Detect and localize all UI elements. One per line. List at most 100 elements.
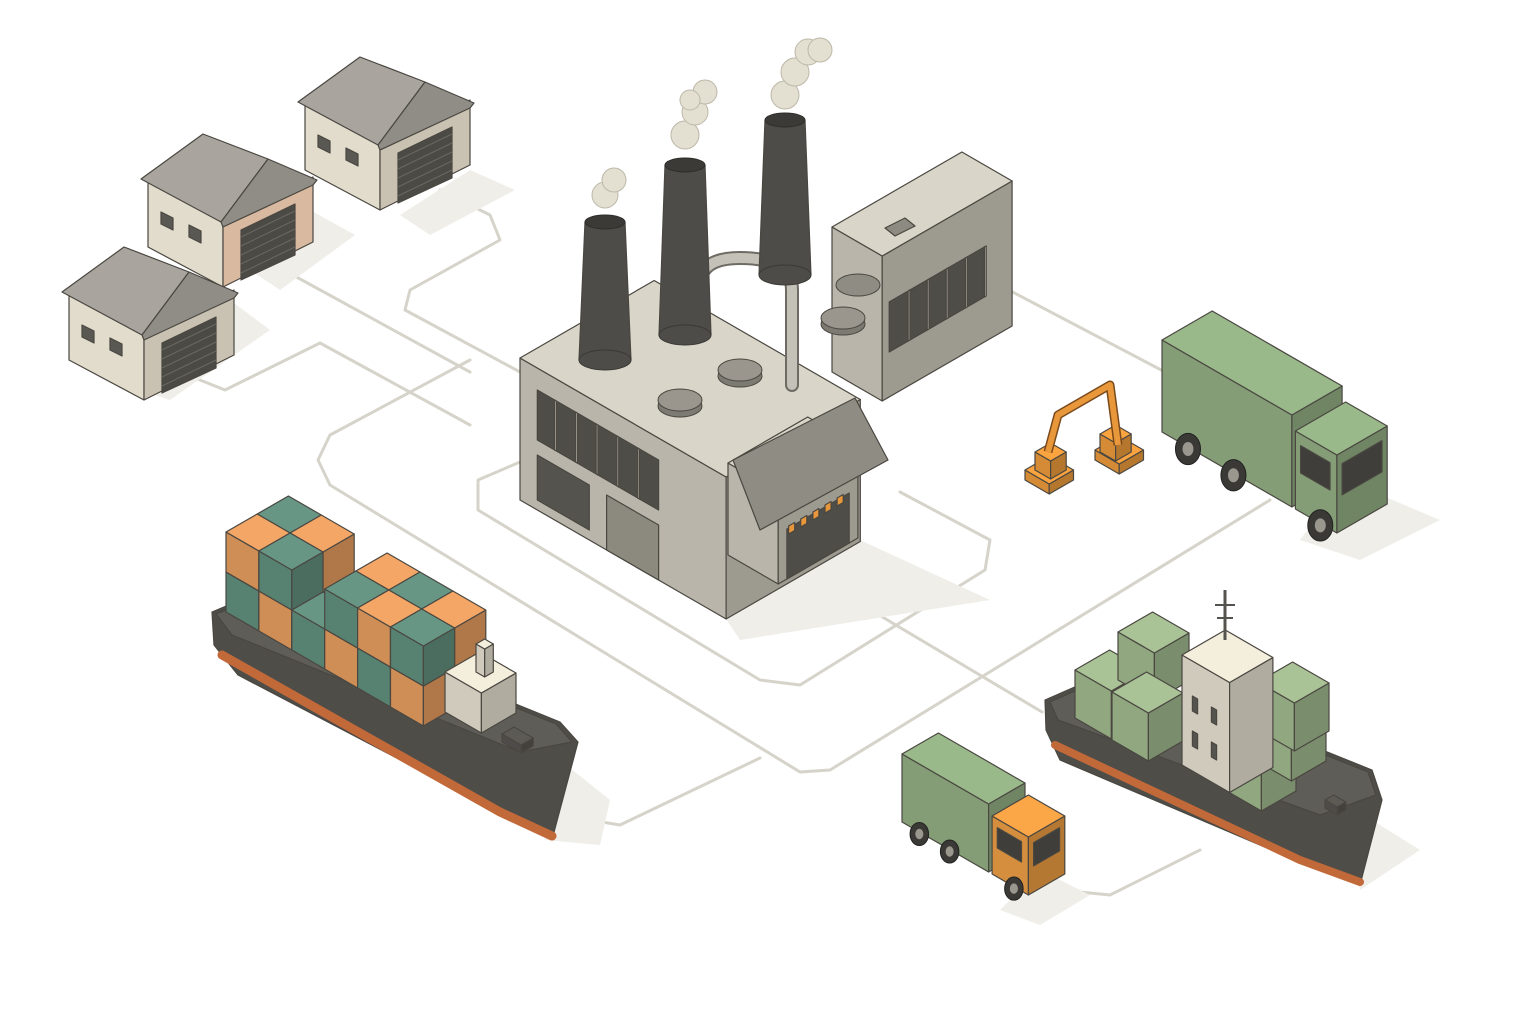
route-line <box>476 460 992 687</box>
top-face <box>389 608 456 647</box>
robot-arm-segment <box>1045 382 1121 453</box>
door-slat <box>240 219 296 247</box>
door-slat <box>161 341 217 369</box>
route-line <box>403 188 522 374</box>
side-face <box>484 643 494 678</box>
hull-stripe <box>217 650 557 841</box>
route-lines <box>193 188 1272 897</box>
smokestack-icon <box>758 37 833 286</box>
robot-arm-icon <box>1024 380 1145 495</box>
warehouse-roof-side <box>377 81 475 151</box>
ship-tower <box>1181 629 1274 794</box>
top-face <box>901 732 1026 805</box>
door-slat <box>397 160 453 188</box>
dock-canopy <box>732 397 889 531</box>
door-slat <box>161 332 217 360</box>
container-ship-icon <box>211 495 579 841</box>
hubcap <box>945 846 954 857</box>
warehouse-roof-side <box>220 158 318 228</box>
route-line <box>1003 286 1167 374</box>
window-mullion <box>964 256 968 309</box>
door-slat <box>240 228 296 256</box>
ground-shadow <box>250 210 355 290</box>
ground-shadow <box>400 170 515 235</box>
top-face <box>831 151 1013 257</box>
top-face <box>991 794 1066 838</box>
warehouse-icon <box>61 56 475 401</box>
window-mullion <box>983 245 987 298</box>
smokestack-icon <box>658 79 718 346</box>
side-window <box>1299 445 1331 491</box>
delivery-truck-icon <box>1161 310 1388 542</box>
warehouse <box>297 56 475 211</box>
top-face <box>1257 661 1330 704</box>
smokestack <box>658 164 712 336</box>
door-slat <box>397 133 453 161</box>
hazard-stripe <box>787 521 796 535</box>
hubcap <box>1314 518 1326 533</box>
tower-window <box>1191 730 1199 750</box>
warehouse-window <box>188 224 202 244</box>
hazard-stripe <box>836 493 844 507</box>
door-slat <box>161 359 217 387</box>
door-slat <box>240 237 296 265</box>
smokestack <box>758 119 812 276</box>
top-face <box>1117 611 1190 654</box>
door-slat <box>240 210 296 238</box>
warehouse-window <box>317 134 331 154</box>
factory-lower-windows <box>536 454 590 531</box>
door-slat <box>397 142 453 170</box>
window-mullion <box>945 267 949 320</box>
top-face <box>1181 629 1274 684</box>
window-mullion <box>553 399 558 452</box>
shipping-container <box>258 532 324 611</box>
hazard-stripe <box>824 500 832 514</box>
warehouse-window <box>345 147 359 167</box>
top-face <box>475 638 494 650</box>
door-slat <box>240 246 296 274</box>
route-line <box>193 341 472 427</box>
top-face <box>1161 310 1343 416</box>
tower-window <box>1191 695 1199 715</box>
loading-bay-opening <box>786 492 850 580</box>
warehouse-window <box>160 211 174 231</box>
roof-tank <box>835 273 881 297</box>
windshield <box>1032 827 1061 867</box>
hubcap <box>1227 468 1239 483</box>
warehouse <box>61 246 239 401</box>
smokestack-base <box>758 264 812 286</box>
small-truck-icon <box>901 732 1066 901</box>
smoke-puff <box>780 57 810 87</box>
factory-icon <box>519 37 1013 620</box>
hubcap <box>1182 441 1194 457</box>
door-slat <box>161 323 217 351</box>
window-mullion <box>926 278 930 331</box>
smokestack-base <box>578 349 632 371</box>
door-slat <box>397 169 453 197</box>
route-line <box>316 358 1272 774</box>
warehouse-window <box>81 324 95 344</box>
smokestack-top <box>764 112 806 128</box>
hubcap <box>915 828 924 840</box>
smoke-puff <box>601 167 627 193</box>
top-face <box>501 726 534 746</box>
warehouse-window <box>109 337 123 357</box>
hubcap <box>1009 883 1018 894</box>
window-mullion <box>595 423 599 476</box>
route-line <box>1078 848 1202 897</box>
warehouse-roof-side <box>141 271 239 341</box>
smoke-puff <box>807 37 833 63</box>
factory-door <box>605 494 660 581</box>
ground-shadow <box>1000 870 1090 925</box>
door-slat <box>397 151 453 179</box>
roof-tank <box>820 306 866 330</box>
smokestack-base <box>658 324 712 346</box>
window-mullion <box>907 289 911 342</box>
roof-vent <box>884 217 916 237</box>
hazard-stripe <box>812 507 820 521</box>
roof-tank <box>657 388 703 412</box>
ship-funnel <box>475 638 494 678</box>
smoke-puff <box>679 89 701 111</box>
top-face <box>258 532 324 571</box>
